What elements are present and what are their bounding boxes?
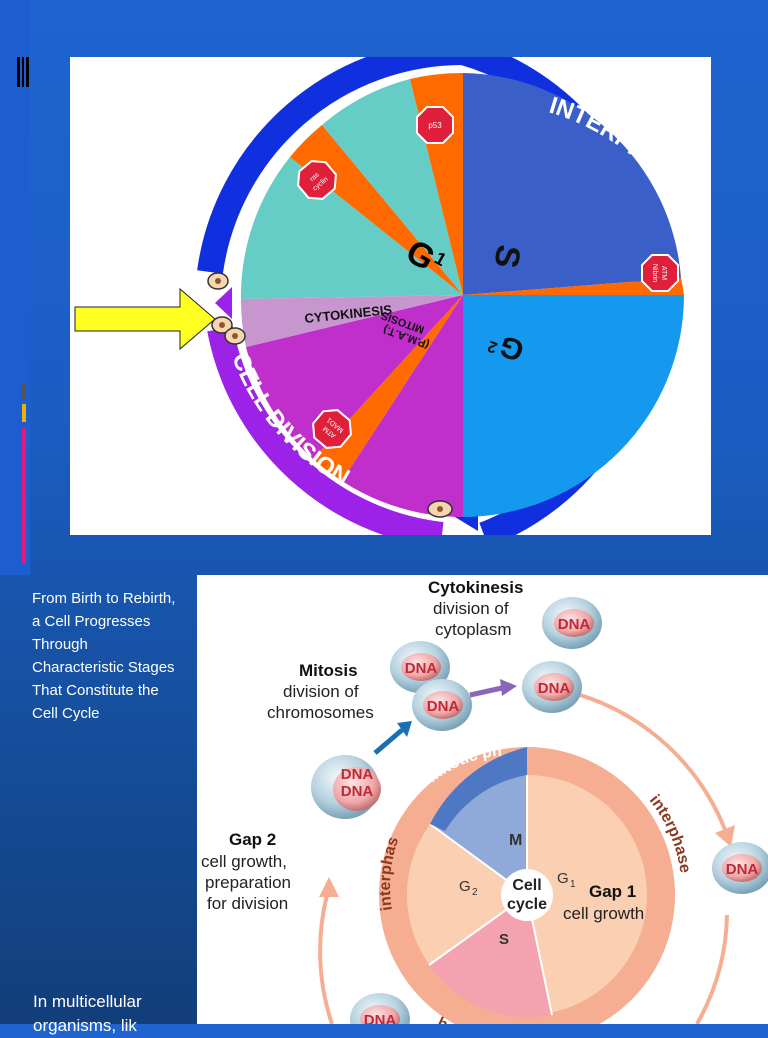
dna-label: DNA bbox=[364, 1012, 397, 1024]
interphase-ring-left bbox=[197, 38, 464, 274]
stop-sign-ras-cyclin: ras cyclin bbox=[297, 160, 337, 200]
outer-arrowhead bbox=[715, 825, 735, 847]
mitosis-wedge-2 bbox=[246, 295, 463, 459]
cycle-label: cycle bbox=[507, 896, 547, 913]
g2-subscript: 2 bbox=[472, 887, 478, 898]
stop-sign-label: Nibrin bbox=[651, 264, 658, 282]
g1-phase-wedge bbox=[240, 157, 463, 299]
g2-label: G bbox=[459, 878, 471, 895]
outer-cycle-arrow bbox=[695, 914, 729, 1024]
cell-cycle-illustration-panel: mitotic ph interphas interphase ha Cell … bbox=[197, 575, 768, 1024]
mitotic-phase-band bbox=[430, 747, 527, 831]
g2-phase-wedge bbox=[463, 295, 685, 517]
division-arrowhead bbox=[215, 287, 232, 319]
s-phase-wedge bbox=[463, 73, 681, 295]
dna-cell: DNA bbox=[712, 842, 768, 894]
checkpoint-wedge-g1a bbox=[290, 125, 463, 295]
dna-cell-duplicated: DNA DNA bbox=[311, 755, 381, 819]
gap1-desc: cell growth bbox=[563, 904, 644, 923]
cell-cycle-illustration: mitotic ph interphas interphase ha Cell … bbox=[201, 578, 768, 1024]
dna-cell: DNA bbox=[350, 993, 410, 1024]
interphase-bottom-label: ha bbox=[434, 1015, 458, 1024]
slide-marker-icon bbox=[17, 57, 29, 87]
checkpoint-wedge-s bbox=[463, 278, 684, 295]
entry-arrow bbox=[74, 287, 216, 351]
g1-phase-wedge-2 bbox=[322, 79, 463, 295]
stop-sign-label: p53 bbox=[428, 121, 442, 130]
slide-body-text: In multicellular organisms, lik bbox=[33, 992, 142, 1035]
division-ring bbox=[207, 326, 444, 548]
m-label: M bbox=[509, 832, 522, 849]
outer-cycle-arrow bbox=[318, 894, 334, 1024]
mitosis-desc-line: division of bbox=[283, 682, 359, 701]
gap2-desc-line: cell growth, bbox=[201, 852, 287, 871]
stop-sign-label: ATM bbox=[660, 266, 667, 280]
mitosis-arrowhead bbox=[397, 721, 412, 737]
cytokinesis-title: Cytokinesis bbox=[428, 578, 523, 597]
cytokinesis-desc-line: division of bbox=[433, 599, 509, 618]
dna-label: DNA bbox=[538, 680, 571, 697]
stop-sign-p53: p53 bbox=[416, 106, 454, 144]
outer-arrowhead bbox=[319, 877, 339, 897]
cell-label: Cell bbox=[512, 877, 541, 894]
stop-sign-atm-nibrin: ATM Nibrin bbox=[641, 254, 679, 292]
gap2-title: Gap 2 bbox=[229, 830, 276, 849]
dna-label: DNA bbox=[341, 766, 374, 783]
nucleus-icon bbox=[215, 278, 221, 284]
cell-cycle-wheel: p53 ras cyclin ATM Nibrin ATM MAD1 G 1 S… bbox=[74, 38, 689, 548]
cytokinesis-desc-line: cytoplasm bbox=[435, 620, 512, 639]
accent-stripe-pink bbox=[22, 428, 26, 564]
gap1-title: Gap 1 bbox=[589, 882, 636, 901]
dna-label: DNA bbox=[405, 660, 438, 677]
dna-label: DNA bbox=[341, 783, 374, 800]
dna-label: DNA bbox=[427, 698, 460, 715]
s-phase-wedge bbox=[429, 895, 552, 1018]
mitosis-title: Mitosis bbox=[299, 661, 358, 680]
gap2-desc-line: for division bbox=[207, 894, 288, 913]
cytokinesis-wedge bbox=[240, 295, 463, 347]
cell-cycle-wheel-panel: p53 ras cyclin ATM Nibrin ATM MAD1 G 1 S… bbox=[70, 38, 711, 548]
mitosis-arrow bbox=[373, 728, 404, 755]
dna-cell: DNA bbox=[542, 597, 602, 649]
cytokinesis-arrow bbox=[469, 685, 503, 698]
slide-caption: From Birth to Rebirth, a Cell Progresses… bbox=[32, 590, 176, 722]
mitosis-wedge bbox=[342, 295, 463, 517]
dna-cell: DNA bbox=[522, 661, 582, 713]
stop-sign-atm-mad1: ATM MAD1 bbox=[312, 409, 352, 449]
dna-cell: DNA bbox=[412, 679, 472, 731]
dna-label: DNA bbox=[726, 861, 759, 878]
cytokinesis-arrowhead bbox=[500, 679, 517, 696]
g1-label: G bbox=[557, 870, 569, 887]
stop-sign-label: ras bbox=[309, 171, 321, 183]
cell-cycle-center bbox=[501, 869, 553, 921]
s-label: S bbox=[499, 931, 509, 948]
accent-stripe-yellow bbox=[22, 404, 26, 422]
dna-label: DNA bbox=[558, 616, 591, 633]
mitosis-desc-line: chromosomes bbox=[267, 703, 374, 722]
nucleus-icon bbox=[219, 322, 225, 328]
nucleus-icon bbox=[232, 333, 238, 339]
g1-subscript: 1 bbox=[570, 879, 576, 890]
gap2-desc-line: preparation bbox=[205, 873, 291, 892]
nucleus-icon bbox=[437, 506, 443, 512]
accent-stripe-gray bbox=[22, 383, 26, 399]
